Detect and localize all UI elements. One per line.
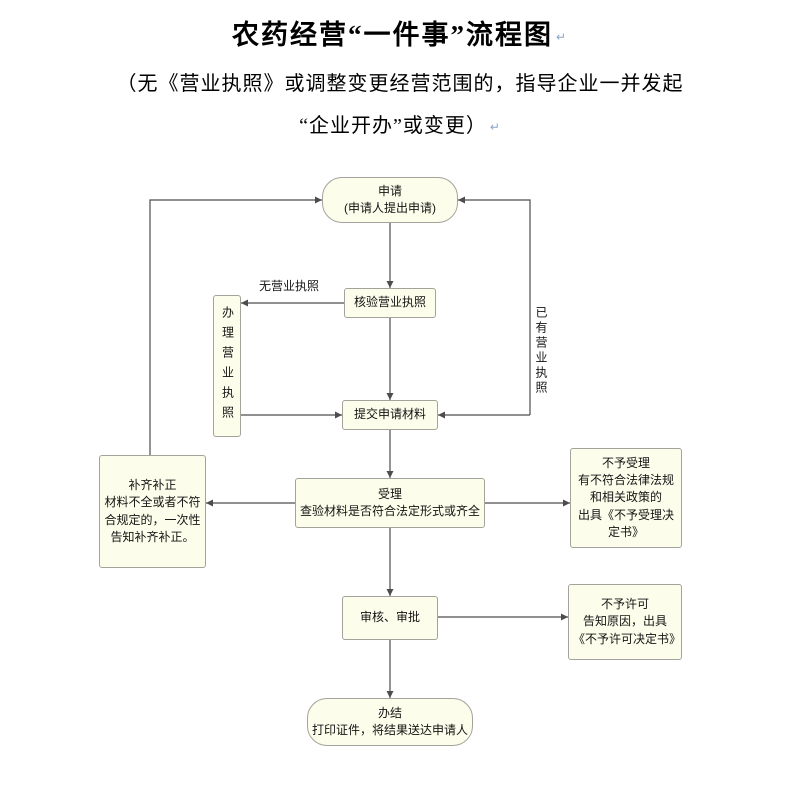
page-title: 农药经营“一件事”流程图↵ [0, 13, 800, 52]
node-supplement-title: 补齐补正 [128, 478, 177, 493]
node-apply-subtitle: (申请人提出申请) [344, 201, 436, 215]
page-subtitle-line1: （无《营业执照》或调整变更经营范围的，指导企业一并发起 [0, 67, 800, 96]
node-reject-accept: 不予受理 有不符合法律法规和相关政策的 出具《不予受理决定书》 [570, 448, 682, 548]
node-review: 审核、审批 [342, 596, 438, 640]
node-reject-accept-line1: 有不符合法律法规和相关政策的 [577, 473, 674, 505]
node-reject-permit-title: 不予许可 [600, 597, 649, 612]
node-verify-license-label: 核验营业执照 [353, 295, 426, 310]
node-reject-accept-line2: 出具《不予受理决定书》 [577, 507, 674, 539]
node-accept-body: 查验材料是否符合法定形式或齐全 [300, 504, 481, 518]
node-complete: 办结 打印证件，将结果送达申请人 [307, 698, 473, 746]
node-reject-permit: 不予许可 告知原因，出具《不予许可决定书》 [568, 584, 682, 660]
paragraph-mark-icon: ↵ [555, 30, 569, 45]
node-supplement-body: 材料不全或者不符合规定的，一次性告知补齐补正。 [104, 495, 201, 544]
edge-right-to-apply [458, 196, 531, 415]
node-handle-license-label: 办理营业执照 [220, 306, 235, 426]
node-apply-title: 申请 [377, 183, 402, 198]
page-subtitle-line1-text: （无《营业执照》或调整变更经营范围的，指导企业一并发起 [116, 73, 684, 95]
node-accept-title: 受理 [377, 486, 402, 501]
node-review-label: 审核、审批 [359, 610, 420, 625]
node-submit-materials-label: 提交申请材料 [353, 407, 426, 422]
edge-label-no-license: 无营业执照 [258, 279, 319, 293]
node-handle-license: 办理营业执照 [213, 295, 241, 437]
node-submit-materials: 提交申请材料 [342, 400, 438, 430]
edge-label-has-license: 已有营业执照 [534, 306, 548, 396]
node-verify-license: 核验营业执照 [344, 288, 436, 318]
page-title-text: 农药经营“一件事”流程图 [231, 20, 553, 50]
page-subtitle-line2-text: “企业开办”或变更） [299, 115, 487, 137]
node-reject-accept-title: 不予受理 [601, 456, 650, 471]
node-complete-title: 办结 [377, 705, 402, 720]
node-reject-permit-body: 告知原因，出具《不予许可决定书》 [573, 614, 682, 646]
paragraph-mark-icon: ↵ [489, 119, 501, 134]
edge-supplement-to-apply [149, 196, 322, 455]
node-supplement: 补齐补正 材料不全或者不符合规定的，一次性告知补齐补正。 [99, 455, 206, 568]
node-apply: 申请 (申请人提出申请) [322, 177, 458, 223]
page-subtitle-line2: “企业开办”或变更）↵ [0, 109, 800, 138]
node-accept: 受理 查验材料是否符合法定形式或齐全 [295, 478, 485, 528]
node-complete-body: 打印证件，将结果送达申请人 [312, 723, 469, 737]
